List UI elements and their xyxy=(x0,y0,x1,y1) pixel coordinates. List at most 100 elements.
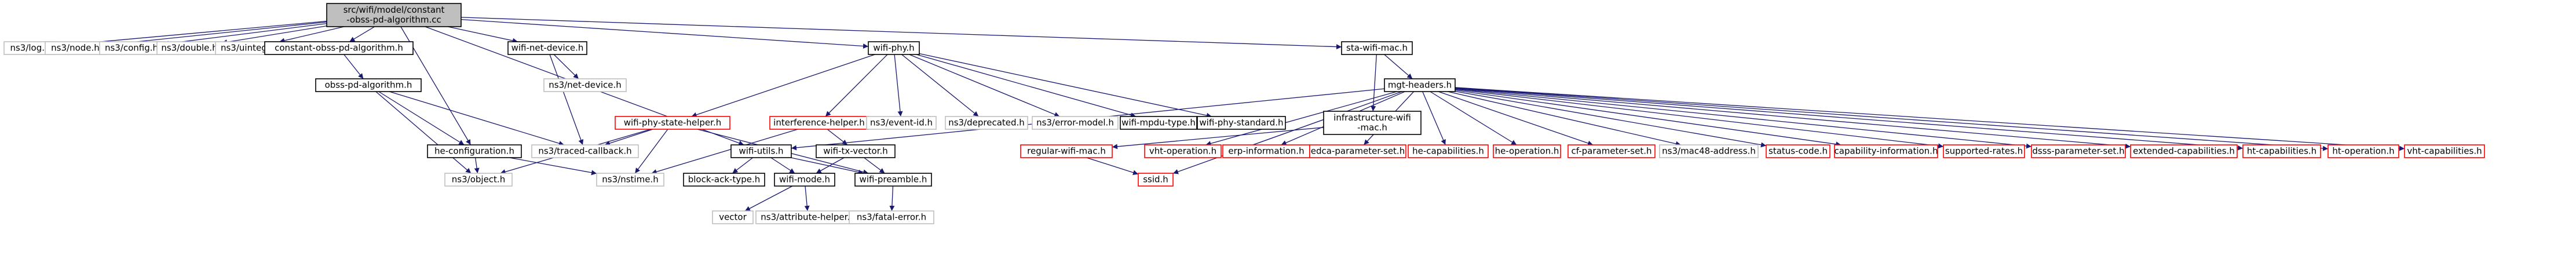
node-ssid[interactable]: ssid.h xyxy=(1138,173,1174,187)
dependency-edges xyxy=(56,17,2405,212)
node-box xyxy=(1384,78,1456,92)
node-extcap[interactable]: extended-capabilities.h xyxy=(2130,144,2238,158)
node-sta[interactable]: sta-wifi-mac.h xyxy=(1341,41,1413,55)
node-box xyxy=(315,78,422,92)
node-status[interactable]: status-code.h xyxy=(1766,144,1830,158)
edge-hecfg-to-obj xyxy=(474,157,480,174)
node-box xyxy=(2327,144,2399,158)
node-wphy[interactable]: wifi-phy.h xyxy=(868,41,920,55)
node-box xyxy=(596,173,664,187)
node-attr: ns3/attribute-helper.h xyxy=(755,210,861,224)
edge-root-to-uinteger xyxy=(279,26,345,43)
node-suprates[interactable]: supported-rates.h xyxy=(1943,144,2025,158)
node-wutils[interactable]: wifi-utils.h xyxy=(730,144,792,158)
edge-mgt-to-extcap xyxy=(1455,88,2131,149)
edge-mgt-to-heop xyxy=(1430,91,1517,145)
edge-mgt-to-htop xyxy=(1455,87,2329,151)
node-label: ns3/deprecated.h xyxy=(948,118,1025,128)
node-mpdu[interactable]: wifi-mpdu-type.h xyxy=(1120,116,1197,130)
node-double: ns3/double.h xyxy=(156,41,222,55)
node-box xyxy=(1766,144,1830,158)
node-wps[interactable]: wifi-phy-standard.h xyxy=(1197,116,1286,130)
node-box xyxy=(730,144,792,158)
edge-wphy-to-psh xyxy=(691,54,875,118)
edge-mgt-to-vhtcap xyxy=(1455,87,2405,151)
node-psh[interactable]: wifi-phy-state-helper.h xyxy=(615,116,730,130)
node-config: ns3/config.h xyxy=(99,41,164,55)
node-label: vht-operation.h xyxy=(1149,146,1216,156)
edge-mgt-to-dsss xyxy=(1455,88,2032,149)
node-obss[interactable]: obss-pd-algorithm.h xyxy=(315,78,422,92)
node-box xyxy=(1834,144,1938,158)
node-vhtcap[interactable]: vht-capabilities.h xyxy=(2404,144,2485,158)
edge-wphy-to-mpdu xyxy=(916,54,1137,118)
node-box xyxy=(507,41,587,55)
node-box xyxy=(1120,116,1197,130)
edge-obss-to-hecfg xyxy=(378,91,465,145)
node-hecap[interactable]: he-capabilities.h xyxy=(1408,144,1489,158)
node-label: ht-capabilities.h xyxy=(2247,146,2316,156)
node-wnd[interactable]: wifi-net-device.h xyxy=(507,41,587,55)
node-label: wifi-net-device.h xyxy=(511,43,584,53)
node-label: he-capabilities.h xyxy=(1412,146,1484,156)
node-vhtop[interactable]: vht-operation.h xyxy=(1144,144,1222,158)
node-box xyxy=(264,41,414,55)
edge-wphy-to-wps xyxy=(919,53,1212,118)
node-edca[interactable]: edca-parameter-set.h xyxy=(1309,144,1406,158)
node-label: wifi-phy.h xyxy=(873,43,914,53)
node-label: ns3/config.h xyxy=(105,43,158,53)
node-label: erp-information.h xyxy=(1228,146,1304,156)
node-cobss[interactable]: constant-obss-pd-algorithm.h xyxy=(264,41,414,55)
node-wmode[interactable]: wifi-mode.h xyxy=(774,173,835,187)
node-wpre[interactable]: wifi-preamble.h xyxy=(854,173,932,187)
node-mgt[interactable]: mgt-headers.h xyxy=(1384,78,1456,92)
node-label: ns3/net-device.h xyxy=(549,80,622,90)
node-bat[interactable]: block-ack-type.h xyxy=(683,173,765,187)
node-box xyxy=(683,173,765,187)
node-box xyxy=(2242,144,2321,158)
node-box xyxy=(2404,144,2485,158)
node-box xyxy=(854,173,932,187)
node-box xyxy=(816,144,896,158)
edge-wphy-to-depr xyxy=(901,54,979,117)
node-infra[interactable]: infrastructure-wifi-mac.h xyxy=(1323,111,1422,135)
edge-wutils-to-wpre xyxy=(791,157,864,175)
node-box xyxy=(1309,144,1406,158)
edge-obss-to-obj xyxy=(375,91,472,174)
edge-mgt-to-vhtop xyxy=(1205,91,1397,146)
node-ih[interactable]: interference-helper.h xyxy=(769,116,869,130)
node-label: ns3/event-id.h xyxy=(870,118,933,128)
node-wtxv[interactable]: wifi-tx-vector.h xyxy=(816,144,896,158)
node-dsss[interactable]: dsss-parameter-set.h xyxy=(2031,144,2126,158)
node-cfp[interactable]: cf-parameter-set.h xyxy=(1567,144,1656,158)
node-label: wifi-utils.h xyxy=(739,146,783,156)
node-label: ns3/traced-callback.h xyxy=(538,146,631,156)
node-label: -obss-pd-algorithm.cc xyxy=(346,14,441,25)
node-capinfo[interactable]: capability-information.h xyxy=(1834,144,1938,158)
node-htop[interactable]: ht-operation.h xyxy=(2327,144,2399,158)
node-box xyxy=(712,210,754,224)
node-heop[interactable]: he-operation.h xyxy=(1493,144,1561,158)
node-root[interactable]: src/wifi/model/constant-obss-pd-algorith… xyxy=(326,3,462,27)
edge-sta-to-mgt xyxy=(1384,54,1413,79)
node-label: supported-rates.h xyxy=(1945,146,2023,156)
node-label: he-configuration.h xyxy=(434,146,514,156)
edge-mgt-to-ssid xyxy=(1172,91,1402,174)
node-htcap[interactable]: ht-capabilities.h xyxy=(2242,144,2321,158)
node-box xyxy=(1032,116,1119,130)
edge-wphy-to-errm xyxy=(909,54,1060,117)
node-box xyxy=(1659,144,1759,158)
node-node: ns3/node.h xyxy=(45,41,106,55)
node-label: regular-wifi-mac.h xyxy=(1027,146,1106,156)
node-hecfg[interactable]: he-configuration.h xyxy=(427,144,522,158)
node-label: extended-capabilities.h xyxy=(2133,146,2235,156)
node-tracedcb: ns3/traced-callback.h xyxy=(531,144,639,158)
node-rwm[interactable]: regular-wifi-mac.h xyxy=(1020,144,1113,158)
node-erp[interactable]: erp-information.h xyxy=(1222,144,1310,158)
node-box xyxy=(543,78,627,92)
node-box xyxy=(1341,41,1413,55)
node-box xyxy=(1138,173,1174,187)
node-label: wifi-tx-vector.h xyxy=(823,146,888,156)
node-label: ns3/double.h xyxy=(161,43,217,53)
node-box xyxy=(1020,144,1113,158)
